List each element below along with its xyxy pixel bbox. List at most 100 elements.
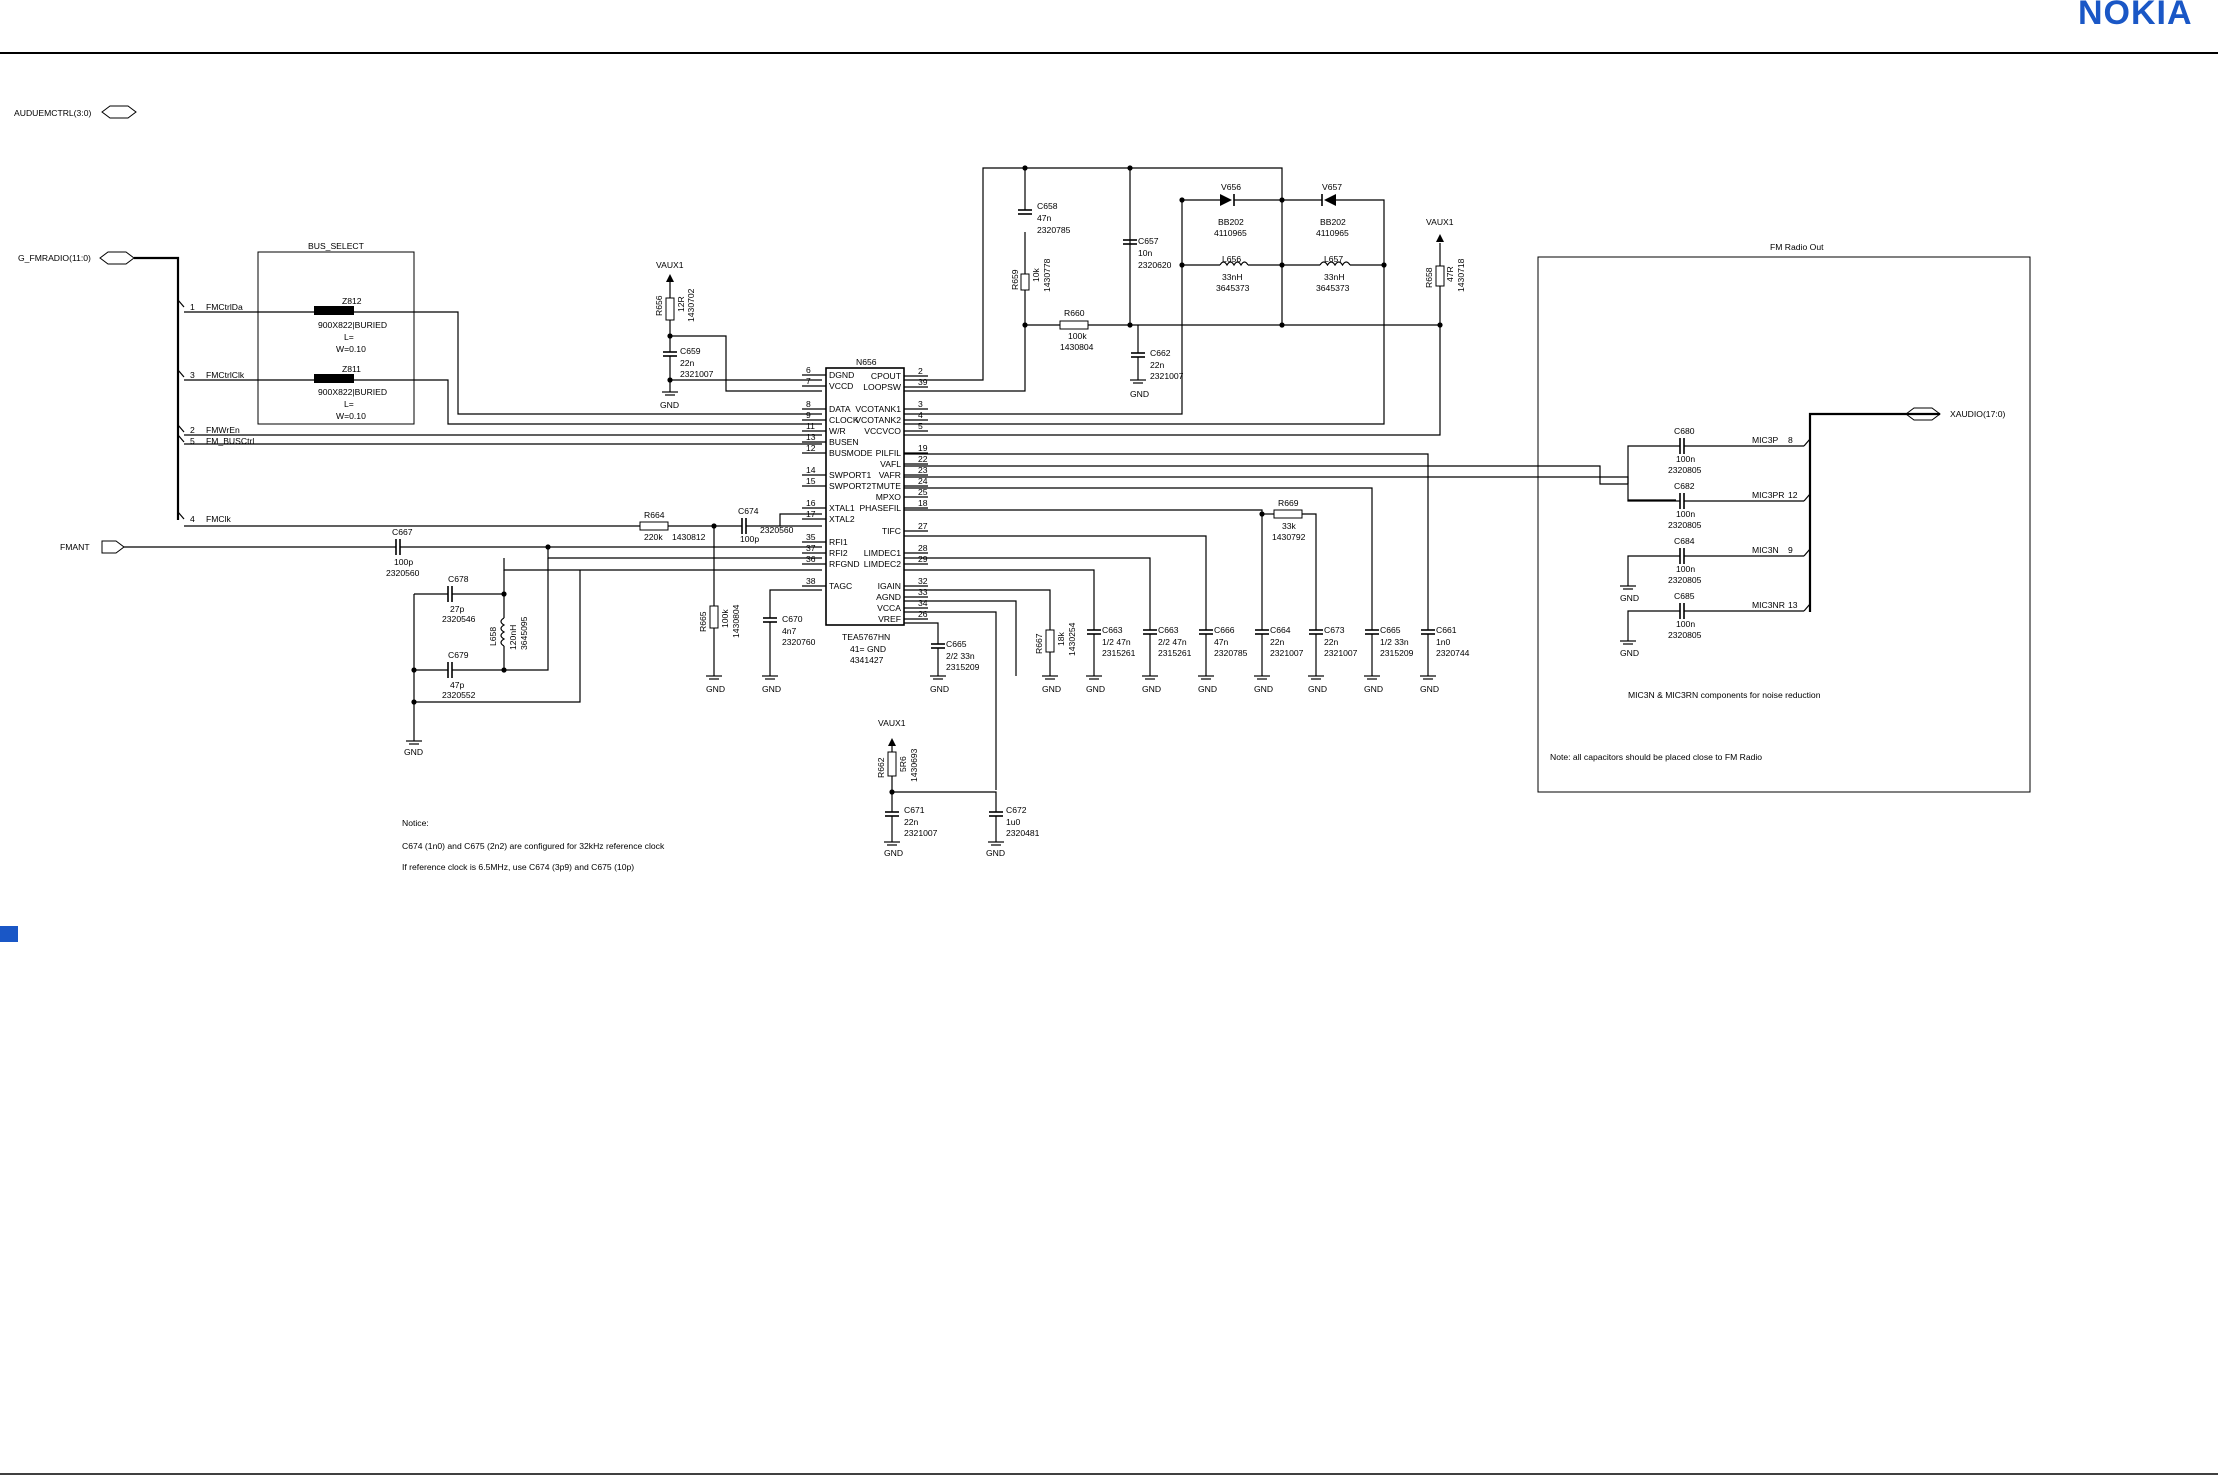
r658-value: 47R	[1445, 266, 1455, 282]
part-value: 1/2 47n	[1102, 637, 1131, 647]
ic-pin-name: CPOUT	[871, 371, 902, 381]
gnd-label: GND	[660, 400, 679, 410]
c662-value: 22n	[1150, 360, 1165, 370]
l658-code: 3645095	[519, 616, 529, 650]
ic-pin-name: VAFL	[880, 459, 901, 469]
bus-name: FMCtrlDa	[206, 302, 243, 312]
part-code: 2321007	[1324, 648, 1358, 658]
r656-code: 1430702	[686, 288, 696, 322]
z811-zero-ohm	[314, 374, 354, 383]
part-ref: C666	[1214, 625, 1235, 635]
part-ref: C665	[946, 639, 967, 649]
notice-line1: C674 (1n0) and C675 (2n2) are configured…	[402, 841, 665, 851]
ic-pin-num: 14	[806, 465, 816, 475]
bus-name: FM_BUSCtrl	[206, 436, 254, 446]
part-value: 1/2 33n	[1380, 637, 1409, 647]
part-value: 22n	[1270, 637, 1285, 647]
vaux1-label: VAUX1	[1426, 217, 1454, 227]
ic-pin-name: LIMDEC1	[864, 548, 901, 558]
part-value: 33k	[1282, 521, 1297, 531]
bus-line-labels: 1 FMCtrlDa 3 FMCtrlClk 2 FMWrEn 5 FM_BUS…	[190, 302, 254, 524]
nokia-logo: NOKIA	[2078, 0, 2193, 32]
c657-value: 10n	[1138, 248, 1153, 258]
vaux1-label: VAUX1	[656, 260, 684, 270]
port-antenna-label: FMANT	[60, 542, 90, 552]
ic-pin-name: MPXO	[876, 492, 902, 502]
part-ref: C661	[1436, 625, 1457, 635]
ic-pin-name: RFI1	[829, 537, 848, 547]
port-antenna[interactable]: FMANT	[60, 540, 125, 554]
r659-value: 10k	[1031, 267, 1041, 282]
bus-num: 1	[190, 302, 195, 312]
antenna-labels: C667 100p 2320560 C678 27p 2320546 L658 …	[386, 527, 529, 757]
gnd-label: GND	[1130, 389, 1149, 399]
ic-pin-name: TIFC	[882, 526, 901, 536]
v656-code: 4110965	[1214, 228, 1247, 238]
xtal-labels: R664 220k 1430812 C674 100p 2320560 R665…	[644, 506, 816, 694]
fm-net-name: MIC3P	[1752, 435, 1779, 445]
fm-cap-value: 100n	[1676, 454, 1695, 464]
r664-ref: R664	[644, 510, 665, 520]
ic-pin-num: 19	[918, 443, 928, 453]
c679-ref: C679	[448, 650, 469, 660]
xtal-network	[639, 513, 822, 680]
part-code: 2320744	[1436, 648, 1470, 658]
c657-ref: C657	[1138, 236, 1159, 246]
part-ref: C663	[1102, 625, 1123, 635]
c672-code: 2320481	[1006, 828, 1040, 838]
r660-ref: R660	[1064, 308, 1085, 318]
ic-pin-num: 36	[806, 554, 816, 564]
ic-pin-num: 38	[806, 576, 816, 586]
ic-pin-num: 9	[806, 410, 811, 420]
ic-pin-name: BUSMODE	[829, 448, 873, 458]
ic-pin-num: 15	[806, 476, 816, 486]
right-pin-wiring	[904, 453, 1676, 790]
z812-zero-ohm	[314, 306, 354, 315]
ic-pin-name: IGAIN	[878, 581, 901, 591]
ic-pin-num: 34	[918, 598, 928, 608]
ic-pin-num: 28	[918, 543, 928, 553]
part-value: 22n	[1324, 637, 1339, 647]
ic-pin-name: RFGND	[829, 559, 860, 569]
c671-code: 2321007	[904, 828, 938, 838]
vcca-labels: VAUX1 R662 5R6 1430693 C671 22n 2321007 …	[876, 718, 1040, 858]
resistor-body	[1045, 629, 1055, 653]
ic-pin-name: VCOTANK1	[855, 404, 901, 414]
fm-cap-ref: C685	[1674, 591, 1695, 601]
bus-select-block[interactable]: BUS_SELECT Z812 900X822|BURIED L= W=0.10…	[257, 241, 415, 425]
ic-pin-num: 33	[918, 587, 928, 597]
gnd-label: GND	[1620, 593, 1639, 603]
v657-value: BB202	[1320, 217, 1346, 227]
gnd-label: GND	[884, 848, 903, 858]
gnd-label: GND	[930, 684, 949, 694]
ic-pin-num: 35	[806, 532, 816, 542]
c657-code: 2320620	[1138, 260, 1172, 270]
c662-ref: C662	[1150, 348, 1171, 358]
c679-code: 2320552	[442, 690, 476, 700]
gnd-label: GND	[706, 684, 725, 694]
l656-value: 33nH	[1222, 272, 1243, 282]
z811-part: 900X822|BURIED	[318, 387, 387, 397]
ic-pin-num: 32	[918, 576, 928, 586]
gnd-label: GND	[1420, 684, 1439, 694]
port-fm-radio-bus[interactable]: G_FMRADIO(11:0)	[18, 251, 135, 265]
r658-code: 1430718	[1456, 258, 1466, 292]
port-audio-ctrl[interactable]: AUDUEMCTRL(3:0)	[14, 105, 137, 119]
ic-pin-name: TMUTE	[871, 481, 901, 491]
bus-trunk	[134, 256, 185, 520]
gnd-label: GND	[1142, 684, 1161, 694]
l657-code: 3645373	[1316, 283, 1350, 293]
port-fm-radio-label: G_FMRADIO(11:0)	[18, 253, 91, 263]
bus-name: FMWrEn	[206, 425, 240, 435]
c674-value: 100p	[740, 534, 759, 544]
fm-pin-num: 9	[1788, 545, 1793, 555]
fm-net-name: MIC3N	[1752, 545, 1779, 555]
ic-pin-num: 23	[918, 465, 928, 475]
wire	[1627, 500, 1680, 502]
ic-pin-name: VAFR	[879, 470, 901, 480]
z811-w: W=0.10	[336, 411, 366, 421]
ic-pin-num: 26	[918, 609, 928, 619]
